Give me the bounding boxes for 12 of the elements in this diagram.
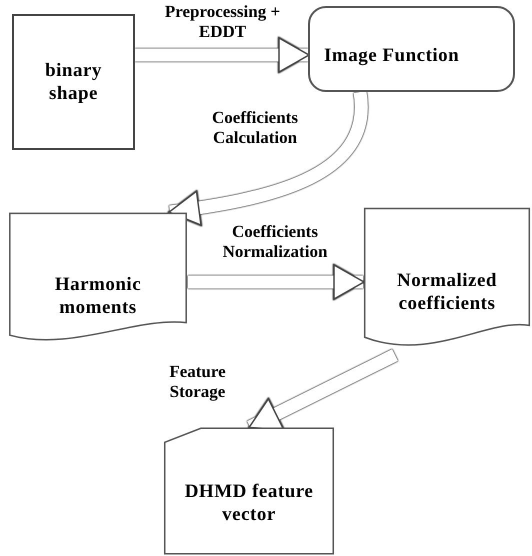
edge-label: Coefficients Normalization: [222, 222, 328, 262]
node-text: binary shape: [44, 59, 103, 105]
rounded-box: [308, 6, 515, 92]
card-shape: [163, 427, 335, 555]
node-text: Image Function: [323, 44, 460, 66]
edge-label: Feature Storage: [168, 362, 227, 402]
node-text: Harmonic moments: [54, 273, 142, 319]
process-box: [12, 14, 135, 150]
edge-label: Coefficients Calculation: [211, 108, 299, 148]
node-text: Normalized coefficients: [396, 269, 498, 315]
node-text: DHMD feature vector: [184, 480, 314, 526]
edge-label: Preprocessing + EDDT: [164, 2, 282, 42]
